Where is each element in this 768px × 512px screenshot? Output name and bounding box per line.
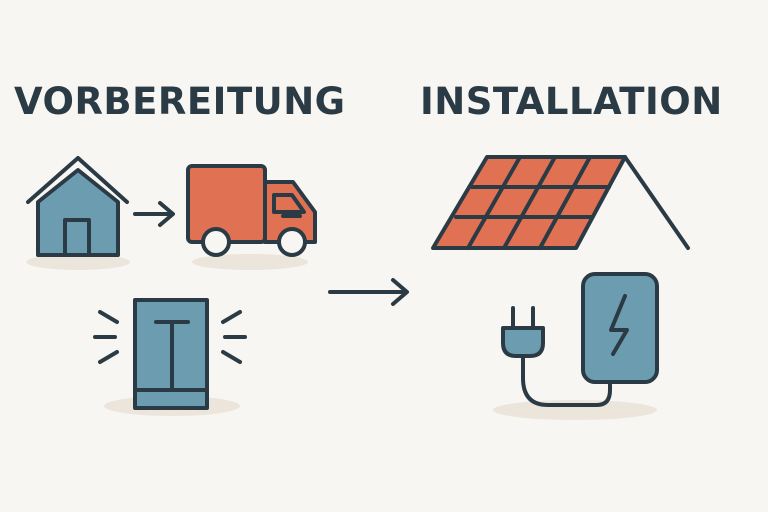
electrical-cabinet-icon xyxy=(133,298,209,410)
stage-arrow-icon xyxy=(328,278,409,306)
solar-roof-icon xyxy=(431,155,690,250)
stage-title-preparation: VORBEREITUNG xyxy=(14,80,346,123)
battery-storage-icon xyxy=(581,272,659,384)
vibration-marks-icon xyxy=(93,310,247,364)
arrow-right-icon xyxy=(133,201,175,227)
stage-title-installation: INSTALLATION xyxy=(420,80,723,123)
truck-shadow xyxy=(192,254,308,270)
house-icon xyxy=(26,156,129,257)
truck-icon xyxy=(186,164,317,257)
charger-shadow xyxy=(493,400,657,420)
plug-icon xyxy=(501,306,612,407)
house-shadow xyxy=(26,254,130,270)
ground-shadows xyxy=(26,254,657,420)
